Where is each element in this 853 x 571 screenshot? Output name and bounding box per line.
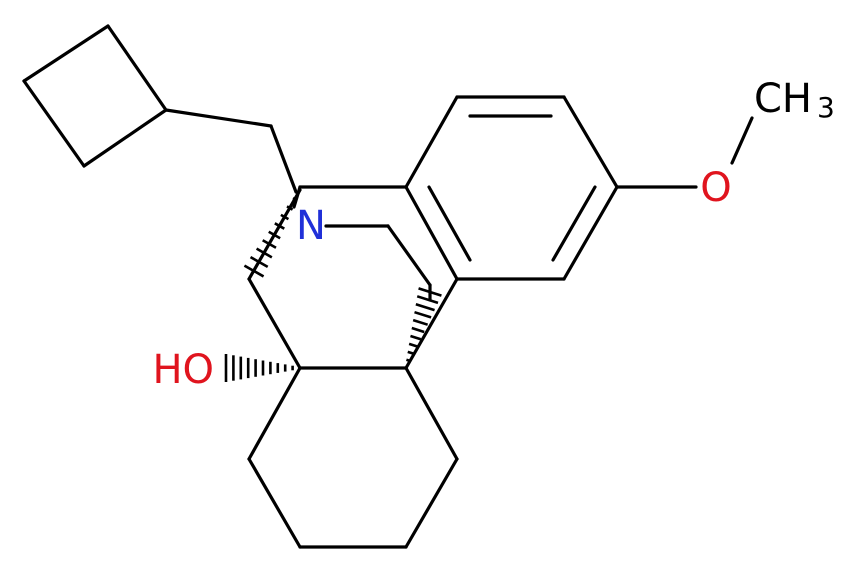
wedge-hash bbox=[280, 213, 290, 221]
aromatic-bond bbox=[551, 185, 597, 262]
bond bbox=[106, 24, 168, 112]
bond bbox=[164, 108, 273, 128]
wedge-hash bbox=[411, 326, 425, 334]
wedge-hash bbox=[249, 255, 269, 269]
aromatic-bond bbox=[427, 185, 472, 262]
n-substituent-chain bbox=[164, 108, 298, 194]
bond bbox=[82, 108, 168, 168]
methyl-label: CH bbox=[754, 76, 812, 122]
methoxy-group bbox=[615, 116, 754, 189]
bond bbox=[247, 457, 302, 549]
wedge-hash bbox=[407, 350, 415, 356]
hashed-wedge-ho bbox=[224, 354, 302, 382]
bond bbox=[562, 95, 619, 189]
wedge-hash bbox=[415, 303, 435, 312]
bond bbox=[404, 277, 459, 370]
bond bbox=[404, 366, 459, 461]
hashed-wedge-bridge-right bbox=[404, 287, 442, 370]
bond bbox=[404, 457, 459, 549]
bond bbox=[386, 224, 432, 287]
cyclobutane-ring bbox=[22, 24, 168, 168]
hashed-wedge-bridge-left bbox=[243, 188, 302, 278]
wedge-hash bbox=[268, 230, 281, 240]
wedge-hash bbox=[255, 247, 273, 259]
wedge-hash bbox=[274, 222, 285, 230]
wedge-hash bbox=[292, 196, 298, 202]
wedge-hash bbox=[286, 205, 294, 211]
bond bbox=[22, 24, 110, 83]
wedge-hash bbox=[418, 287, 442, 297]
wedge-hash bbox=[408, 342, 418, 348]
bond bbox=[404, 95, 459, 189]
wedge-hash bbox=[410, 334, 422, 341]
wedge-hash bbox=[412, 318, 429, 326]
wedge-hash bbox=[243, 264, 265, 278]
wedge-hash bbox=[414, 310, 432, 319]
wedge-hash bbox=[298, 188, 302, 192]
wedge-hash bbox=[262, 239, 277, 249]
methyl-subscript: 3 bbox=[817, 91, 835, 124]
bond bbox=[730, 116, 754, 165]
benzene-ring bbox=[404, 95, 619, 281]
cyclohexane-ring bbox=[247, 366, 459, 549]
bond bbox=[22, 79, 86, 168]
wedge-hash bbox=[416, 295, 439, 305]
nitrogen-atom-label: N bbox=[296, 203, 326, 249]
wedge-hash bbox=[406, 358, 411, 363]
morphinan-skeleton bbox=[247, 185, 459, 370]
hydroxyl-label: HO bbox=[152, 347, 214, 393]
ether-oxygen-label: O bbox=[700, 165, 731, 211]
bond bbox=[247, 277, 302, 370]
bond bbox=[562, 185, 619, 281]
wedge-hash bbox=[404, 366, 408, 370]
bond bbox=[404, 185, 459, 281]
bond bbox=[269, 124, 298, 194]
bond bbox=[247, 366, 302, 461]
